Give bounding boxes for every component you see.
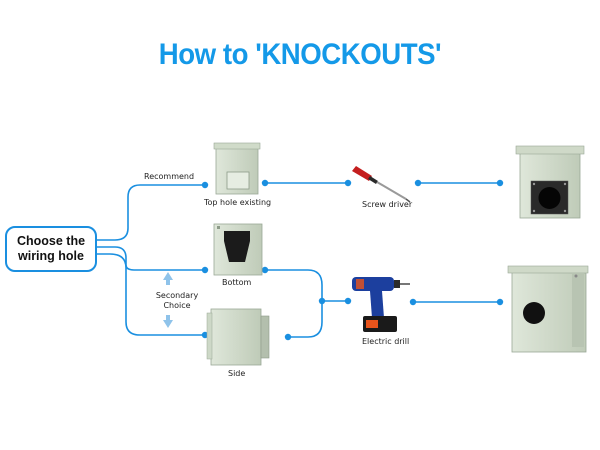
box-bottom (213, 223, 263, 276)
line-to-top (93, 184, 205, 241)
choose-wiring-hole-box: Choose the wiring hole (5, 226, 97, 272)
choose-line-1: Choose the (16, 234, 86, 248)
tool-label-drill: Electric drill (362, 337, 410, 346)
result-box-top-knockout (515, 145, 585, 219)
box-top-hole-existing (213, 142, 261, 195)
box-label-top: Top hole existing (204, 198, 272, 207)
line-bottom-to-drill (265, 269, 348, 302)
line-to-side (93, 253, 205, 336)
arrow-up-icon (163, 272, 173, 285)
connector-lines (93, 182, 500, 338)
box-label-bottom: Bottom (222, 278, 252, 287)
branch-label-secondary: Secondary Choice (155, 291, 199, 310)
result-box-side-knockout (507, 265, 589, 353)
box-side (206, 308, 270, 366)
branch-label-recommend: Recommend (144, 172, 195, 181)
line-side-to-drill (288, 301, 323, 338)
box-label-side: Side (228, 369, 246, 378)
page-title: How to 'KNOCKOUTS' (158, 38, 442, 71)
tool-label-screwdriver: Screw driver (362, 200, 413, 209)
connector-dots (89, 179, 504, 341)
secondary-choice-arrows (163, 272, 173, 328)
choose-line-2: wiring hole (18, 249, 84, 263)
line-to-bottom (93, 246, 205, 271)
arrow-down-icon (163, 315, 173, 328)
choose-wiring-hole-label: Choose the wiring hole (17, 234, 85, 264)
screwdriver-icon (352, 166, 411, 203)
electric-drill-icon (352, 277, 410, 332)
